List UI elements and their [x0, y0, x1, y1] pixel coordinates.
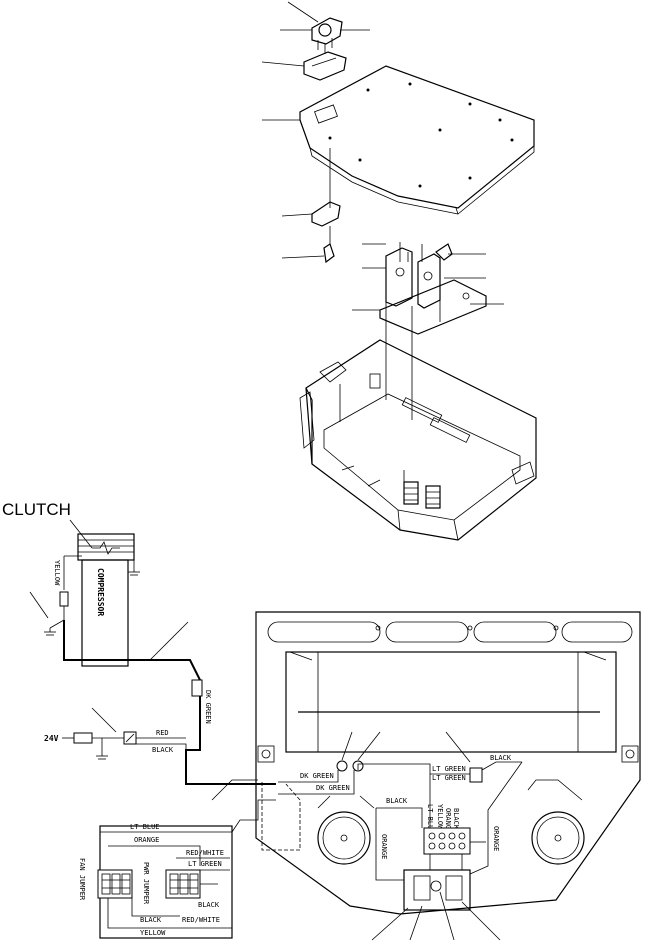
dk-green-2-label: DK GREEN: [316, 784, 350, 792]
main-harness: DK GREEN: [63, 620, 276, 785]
black-panel-mid-label: BLACK: [386, 797, 408, 805]
top-plate: [262, 65, 535, 215]
upper-bracket: [261, 44, 347, 81]
connector-box: LT BLUE ORANGE RED/WHITE LT GREEN FAN JU…: [78, 779, 276, 939]
orange-left-label: ORANGE: [380, 834, 388, 859]
yellow-panel-label: YELLOW: [436, 804, 444, 830]
dk-green-1-label: DK GREEN: [300, 772, 334, 780]
lower-bracket: [281, 201, 341, 264]
lt-blue-panel-label: LT BLUE: [426, 804, 434, 834]
exploded-view: [261, 1, 537, 541]
red-white-bottom-label: RED/WHITE: [182, 916, 220, 924]
yellow-box-label: YELLOW: [140, 929, 166, 937]
yellow-compressor-wire: YELLOW: [53, 560, 61, 586]
orange-right-label: ORANGE: [492, 826, 500, 851]
control-bracket-assembly: [352, 242, 504, 335]
housing-box: [299, 339, 537, 541]
red-wire: RED: [156, 729, 169, 737]
black-panel-top-label: BLACK: [490, 754, 512, 762]
pwr-jumper-label: PWR JUMPER: [142, 862, 150, 905]
fan-jumper-label: FAN JUMPER: [78, 858, 86, 901]
black-box-bottom-label: BLACK: [140, 916, 162, 924]
v24-label: 24V: [44, 734, 59, 743]
red-white-top-label: RED/WHITE: [186, 849, 224, 857]
compressor-label: COMPRESSOR: [96, 568, 105, 616]
clutch-label: CLUTCH: [2, 500, 71, 519]
orange-box-label: ORANGE: [134, 836, 159, 844]
compressor-assembly: CLUTCH COMPRESSOR YELLOW: [2, 500, 140, 667]
lt-green-panel-2-label: LT GREEN: [432, 774, 466, 782]
lt-green-panel-label: LT GREEN: [432, 765, 466, 773]
lt-green-box-label: LT GREEN: [188, 860, 222, 868]
black-left-wire: BLACK: [152, 746, 174, 754]
black-term-label: BLACK: [452, 808, 460, 830]
lt-blue-box-label: LT BLUE: [130, 823, 160, 831]
dk-green-main-wire: DK GREEN: [204, 690, 212, 724]
top-switch-assembly: [280, 1, 370, 50]
black-box-right-label: BLACK: [198, 901, 220, 909]
orange-term-label: ORANGE: [444, 808, 452, 833]
wiring-panel: DK GREEN DK GREEN LT GREEN LT GREEN BLAC…: [255, 611, 641, 941]
power-input: 24V RED BLACK: [44, 707, 187, 760]
